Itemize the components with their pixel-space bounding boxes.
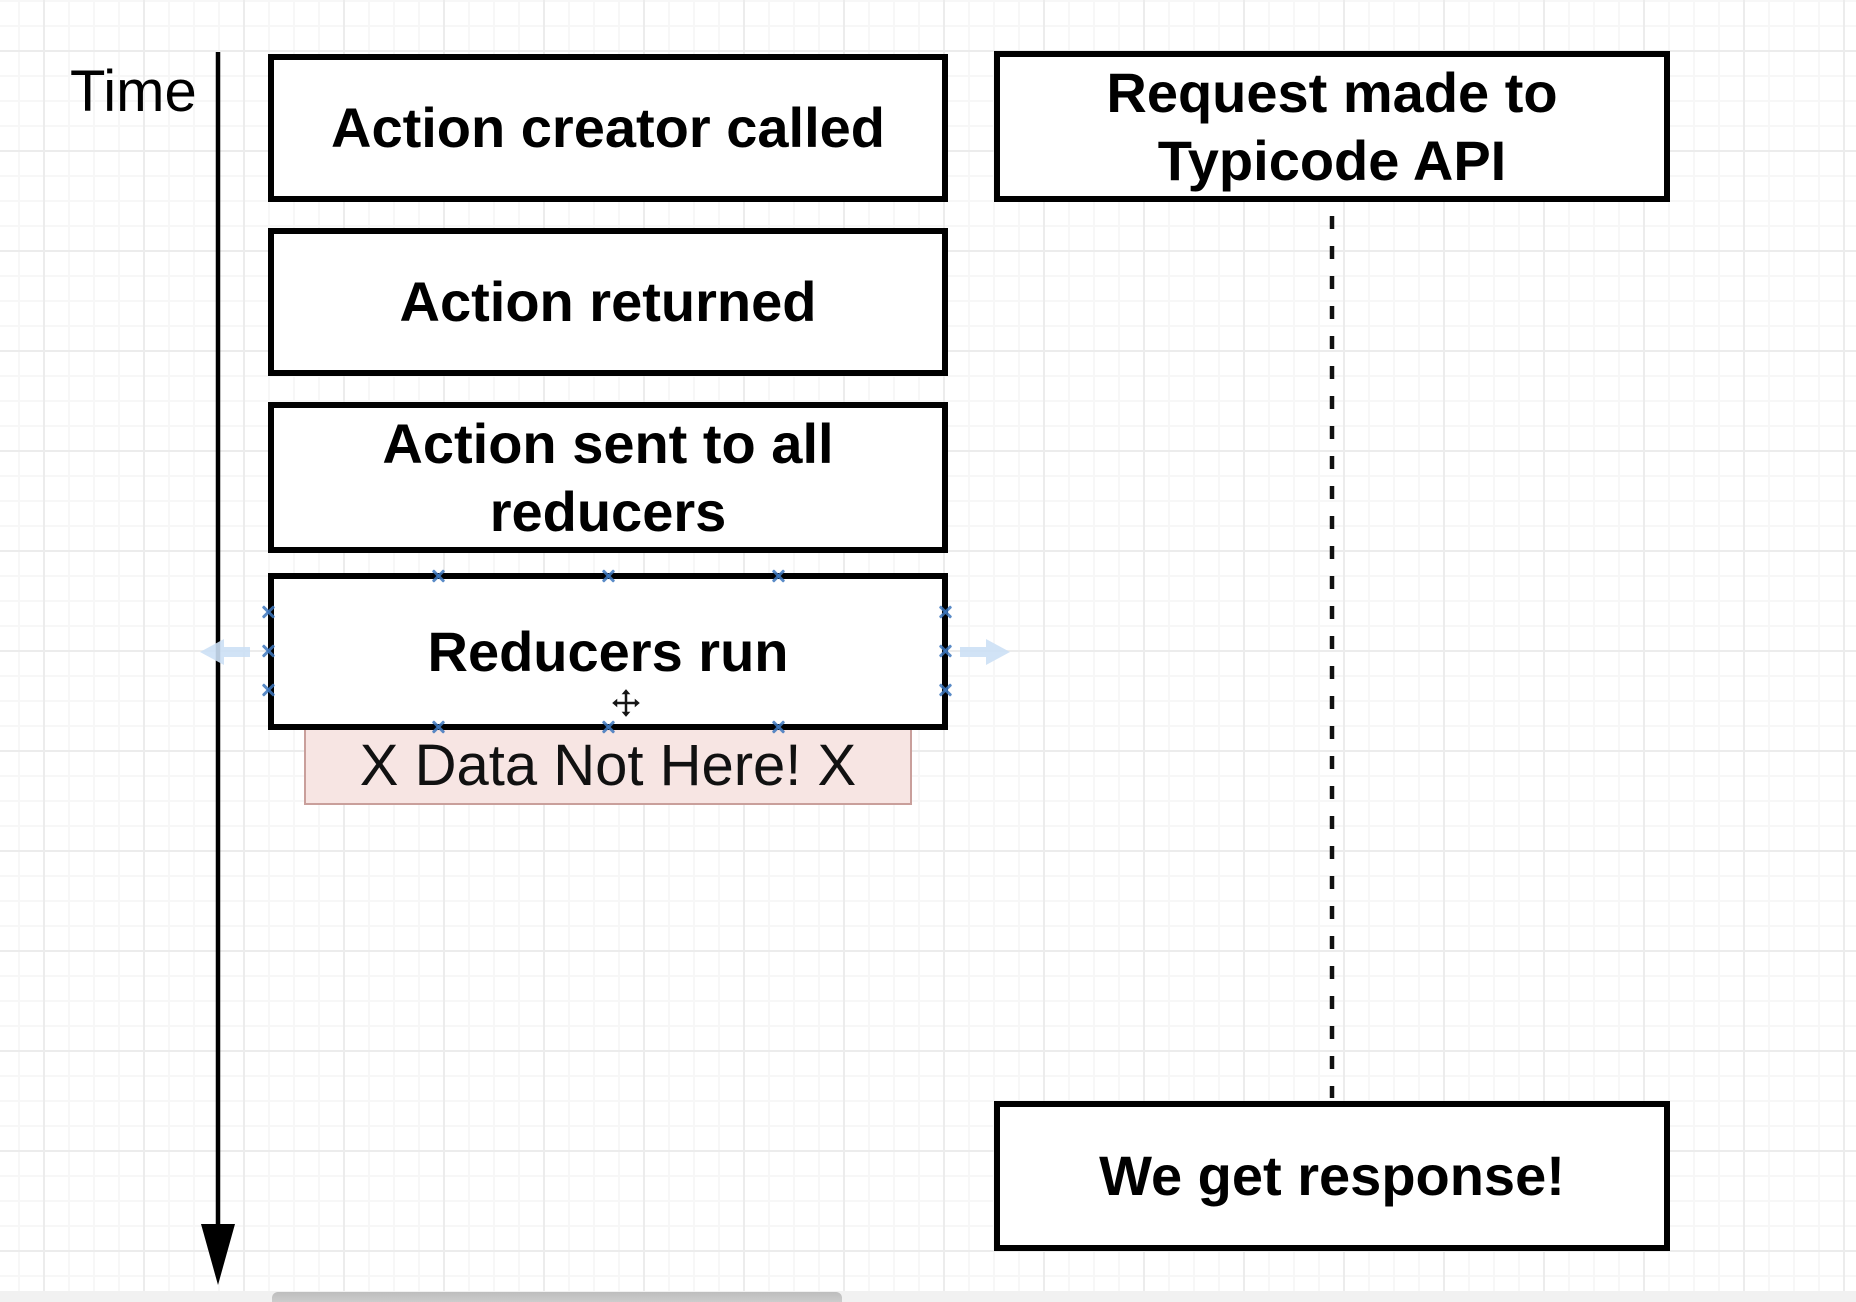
flow-box-request-typicode-api[interactable]: Request made to Typicode API xyxy=(994,51,1670,202)
flow-box-action-sent-to-reducers[interactable]: Action sent to all reducers xyxy=(268,402,948,553)
flow-box-we-get-response[interactable]: We get response! xyxy=(994,1101,1670,1251)
connection-point-icon[interactable] xyxy=(601,568,615,584)
connection-point-icon[interactable] xyxy=(771,719,785,735)
connection-point-icon[interactable] xyxy=(938,682,952,698)
flow-box-label: Action sent to all reducers xyxy=(382,412,834,543)
connection-point-icon[interactable] xyxy=(431,568,445,584)
annotation-label: X Data Not Here! X xyxy=(359,733,857,798)
connection-point-icon[interactable] xyxy=(261,643,275,659)
flow-box-label: Reducers run xyxy=(427,619,789,683)
connection-point-icon[interactable] xyxy=(261,682,275,698)
connect-arrow-left-icon[interactable] xyxy=(200,638,250,666)
flow-box-label: Request made to Typicode API xyxy=(1106,61,1558,192)
flow-box-label: Action creator called xyxy=(331,96,885,160)
data-not-here-annotation[interactable]: X Data Not Here! X xyxy=(304,726,912,805)
move-cursor-icon xyxy=(607,684,645,722)
flow-box-action-returned[interactable]: Action returned xyxy=(268,228,948,376)
connection-point-icon[interactable] xyxy=(771,568,785,584)
connection-point-icon[interactable] xyxy=(431,719,445,735)
horizontal-scrollbar-thumb[interactable] xyxy=(272,1292,842,1302)
flow-box-label: We get response! xyxy=(1099,1144,1565,1208)
time-axis-label[interactable]: Time xyxy=(70,59,197,124)
connect-arrow-right-icon[interactable] xyxy=(960,638,1010,666)
flow-box-label: Action returned xyxy=(399,270,817,334)
time-axis-arrow[interactable] xyxy=(201,52,235,1285)
flow-box-action-creator-called[interactable]: Action creator called xyxy=(268,54,948,202)
connection-point-icon[interactable] xyxy=(938,604,952,620)
horizontal-scrollbar-track[interactable] xyxy=(0,1291,1856,1302)
connection-point-icon[interactable] xyxy=(938,643,952,659)
connection-point-icon[interactable] xyxy=(261,604,275,620)
